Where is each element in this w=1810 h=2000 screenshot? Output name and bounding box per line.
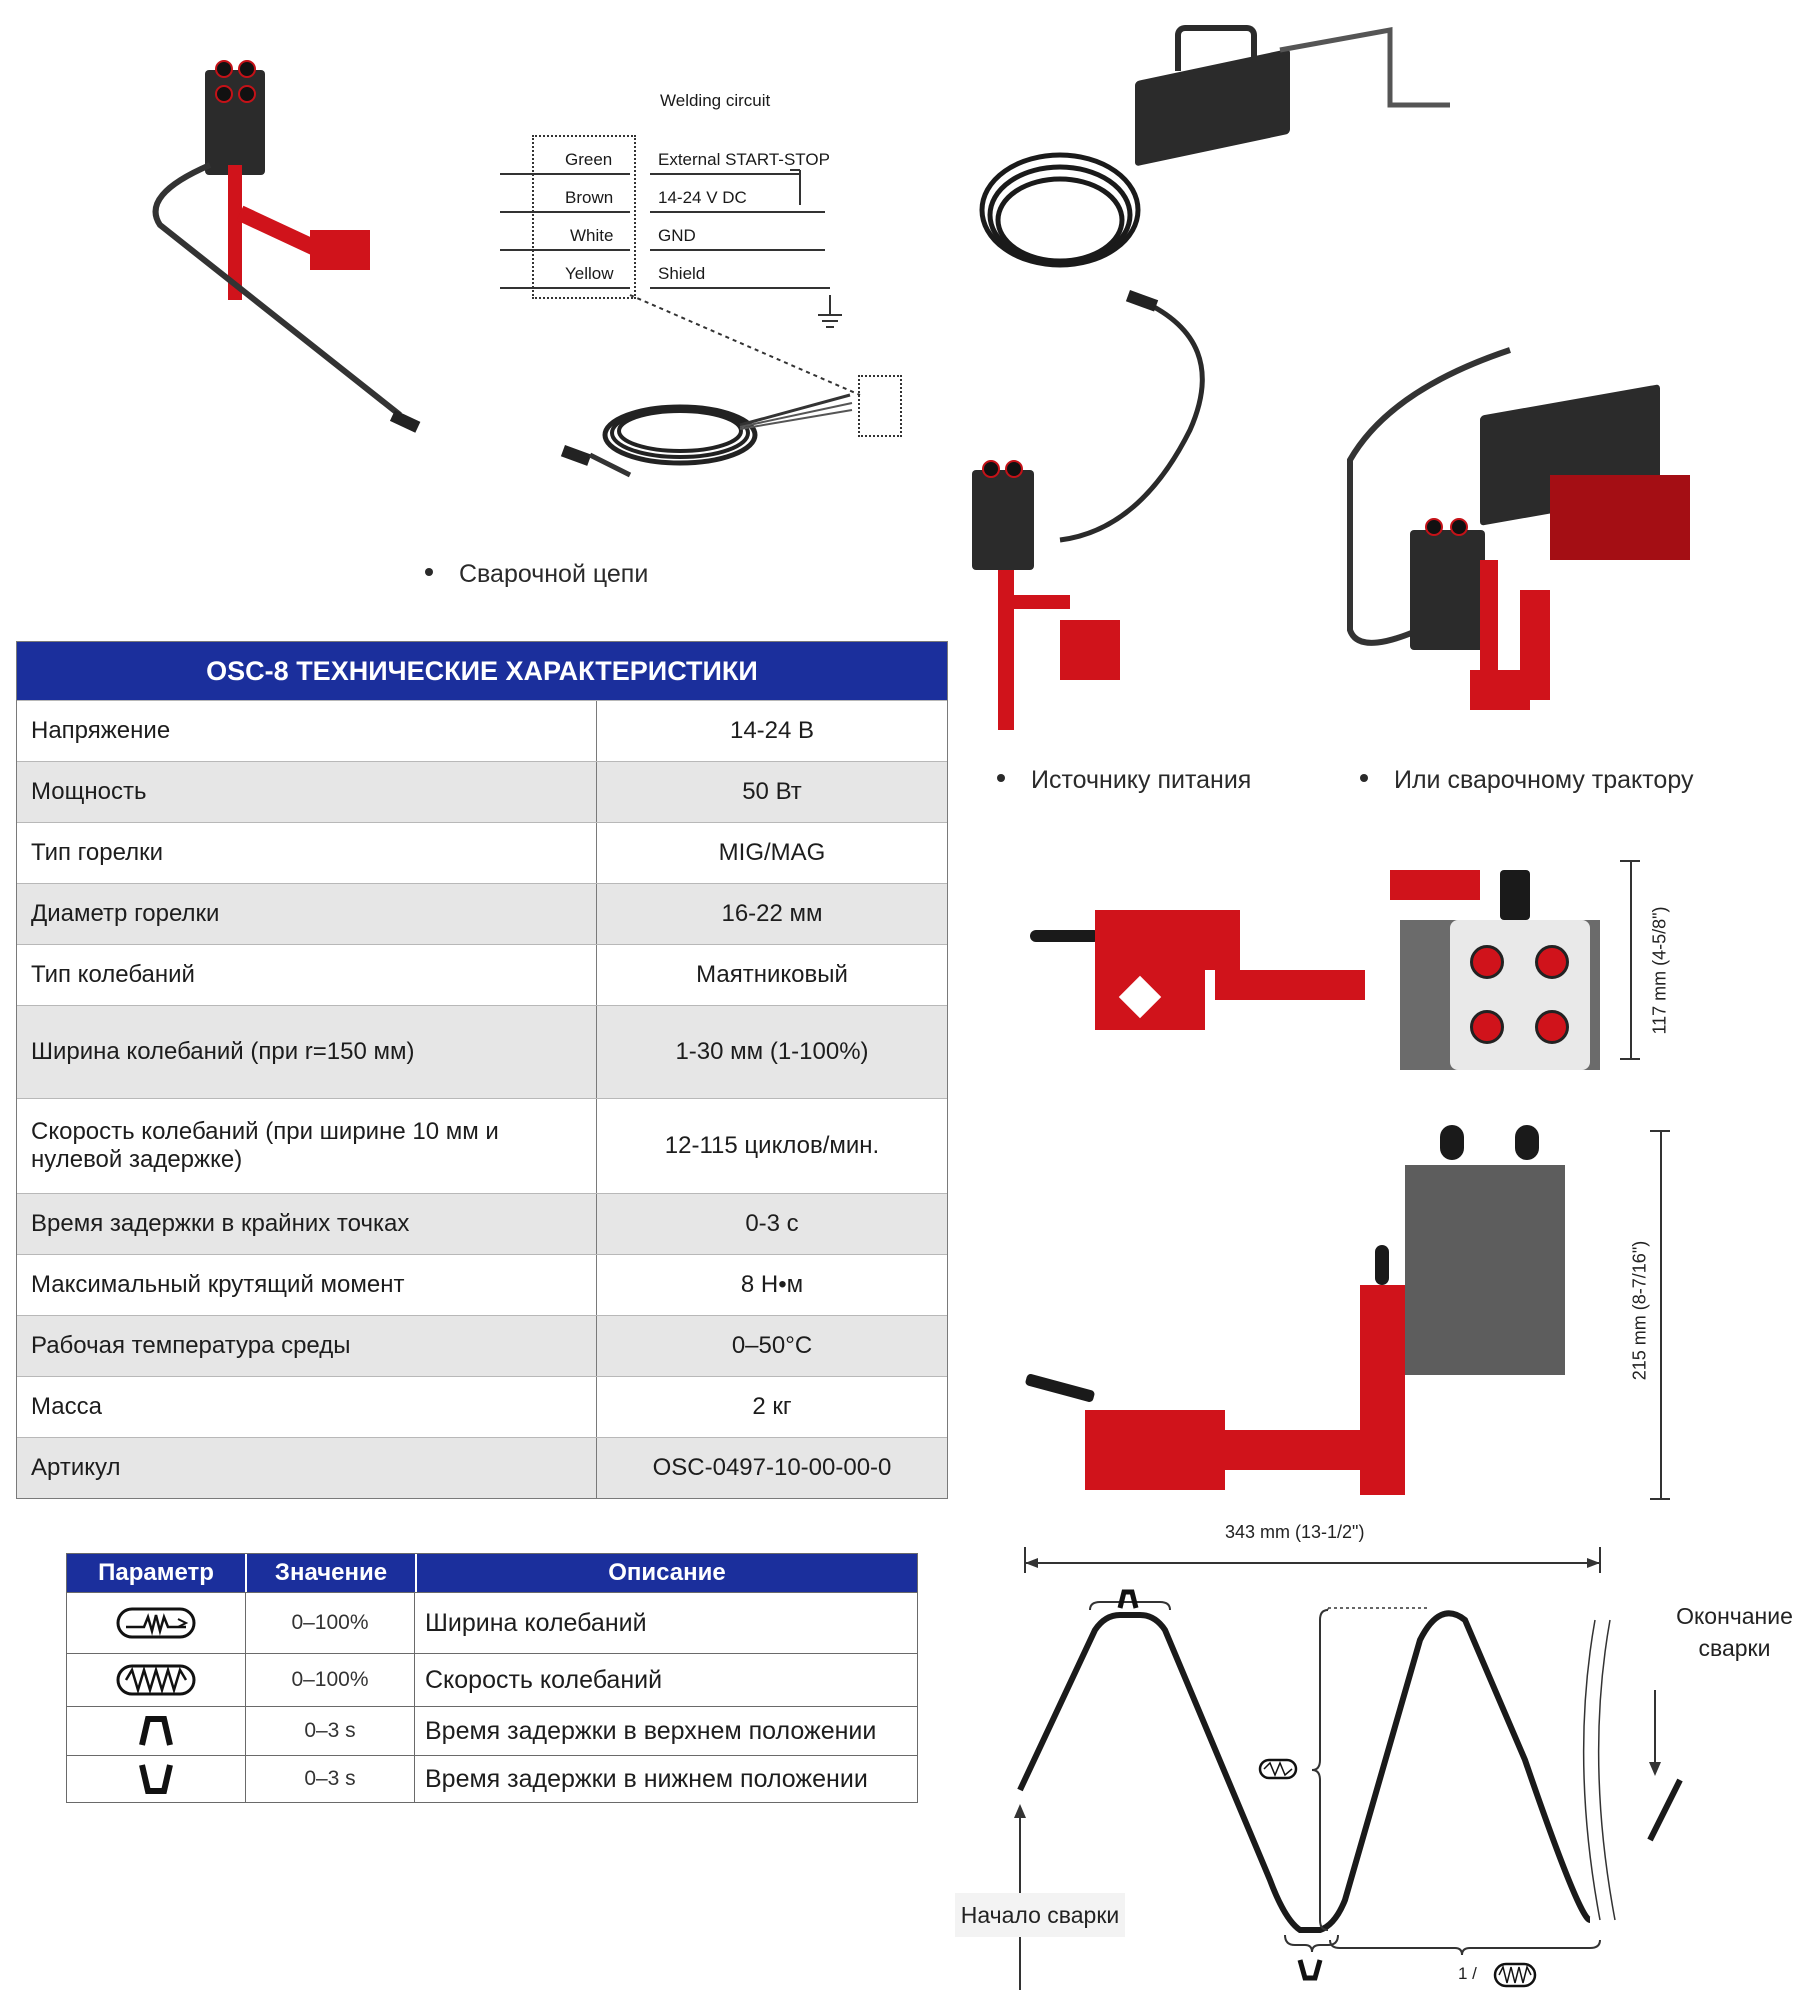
table-row: Время задержки в крайних точках 0-3 с bbox=[17, 1193, 947, 1254]
width-dimension-line bbox=[1024, 1547, 1601, 1573]
tractor-caption: Или сварочному трактору bbox=[1360, 766, 1693, 795]
table-row: Напряжение 14-24 В bbox=[17, 700, 947, 761]
spec-value: 50 Вт bbox=[742, 778, 802, 805]
front-height-label: 117 mm (4-5/8") bbox=[1649, 906, 1670, 1035]
oscillation-speed-icon bbox=[67, 1654, 246, 1706]
width-label: 343 mm (13-1/2") bbox=[1225, 1522, 1365, 1542]
param-value: 0–100% bbox=[246, 1593, 415, 1653]
spec-table: OSC-8 ТЕХНИЧЕСКИЕ ХАРАКТЕРИСТИКИ Напряже… bbox=[16, 641, 948, 1499]
weld-start-label: Начало сварки bbox=[955, 1893, 1125, 1937]
spec-value: 0–50°C bbox=[731, 1332, 813, 1359]
spec-key: Тип горелки bbox=[17, 823, 597, 883]
weld-end-label: Окончание сварки bbox=[1672, 1600, 1797, 1664]
param-value: 0–3 s bbox=[246, 1707, 415, 1755]
table-row: Мощность 50 Вт bbox=[17, 761, 947, 822]
table-row: Диаметр горелки 16-22 мм bbox=[17, 883, 947, 944]
table-row: 0–3 s Время задержки в верхнем положении bbox=[67, 1706, 917, 1755]
spec-value: 8 Н•м bbox=[740, 1271, 804, 1298]
table-row: 0–100% Скорость колебаний bbox=[67, 1653, 917, 1706]
welding-circuit-caption: Сварочной цепи bbox=[425, 560, 648, 589]
wire-signal-label: 14-24 V DC bbox=[658, 188, 747, 207]
wire-signal-label: External START-STOP bbox=[658, 150, 830, 169]
table-row: Тип колебаний Маятниковый bbox=[17, 944, 947, 1005]
table-row: Ширина колебаний (при r=150 мм) 1-30 мм (… bbox=[17, 1005, 947, 1098]
parameter-table: Параметр Значение Описание 0–100% Ширина… bbox=[66, 1553, 918, 1803]
param-value: 0–100% bbox=[246, 1654, 415, 1706]
spec-value: Маятниковый bbox=[696, 961, 848, 988]
header-description: Описание bbox=[608, 1559, 726, 1586]
spec-value: MIG/MAG bbox=[718, 839, 826, 866]
header-parameter: Параметр bbox=[67, 1554, 247, 1592]
power-source-caption: Источнику питания bbox=[997, 766, 1251, 795]
table-row: Максимальный крутящий момент 8 Н•м bbox=[17, 1254, 947, 1315]
spec-value: 2 кг bbox=[752, 1393, 792, 1420]
tractor-illustration bbox=[1330, 330, 1720, 730]
header-value: Значение bbox=[247, 1554, 417, 1592]
spec-key: Рабочая температура среды bbox=[17, 1316, 597, 1376]
spec-value: 1-30 мм (1-100%) bbox=[675, 1038, 869, 1065]
spec-table-title: OSC-8 ТЕХНИЧЕСКИЕ ХАРАКТЕРИСТИКИ bbox=[17, 642, 947, 700]
param-description: Ширина колебаний bbox=[425, 1608, 647, 1637]
spec-key: Масса bbox=[17, 1377, 597, 1437]
wire-signal-label: GND bbox=[658, 226, 696, 245]
table-row: Артикул OSC-0497-10-00-00-0 bbox=[17, 1437, 947, 1498]
side-height-label: 215 mm (8-7/16") bbox=[1629, 1240, 1650, 1381]
spec-key: Мощность bbox=[17, 762, 597, 822]
wire-signal-label: Shield bbox=[658, 264, 706, 283]
oscillator-illustration bbox=[140, 55, 900, 515]
spec-value: OSC-0497-10-00-00-0 bbox=[652, 1454, 892, 1481]
top-dwell-icon bbox=[67, 1707, 246, 1755]
side-view-drawing bbox=[1020, 1120, 1670, 1540]
oscillation-width-icon bbox=[67, 1593, 246, 1653]
spec-key: Напряжение bbox=[17, 701, 597, 761]
spec-key: Скорость колебаний (при ширине 10 мм и н… bbox=[17, 1099, 597, 1193]
spec-key: Артикул bbox=[17, 1438, 597, 1498]
table-row: 0–100% Ширина колебаний bbox=[67, 1592, 917, 1653]
spec-key: Тип колебаний bbox=[17, 945, 597, 1005]
table-row: 0–3 s Время задержки в нижнем положении bbox=[67, 1755, 917, 1802]
bottom-dwell-icon bbox=[67, 1756, 246, 1802]
spec-key: Ширина колебаний (при r=150 мм) bbox=[17, 1006, 597, 1098]
power-source-illustration bbox=[950, 10, 1470, 740]
wire-color-label: Brown bbox=[565, 188, 614, 207]
param-description: Время задержки в верхнем положении bbox=[425, 1716, 877, 1745]
spec-key: Время задержки в крайних точках bbox=[17, 1194, 597, 1254]
param-description: Скорость колебаний bbox=[425, 1665, 663, 1694]
table-row: Масса 2 кг bbox=[17, 1376, 947, 1437]
front-view-drawing bbox=[1030, 860, 1670, 1080]
period-label: 1 / bbox=[1458, 1964, 1477, 1983]
parameter-table-header: Параметр Значение Описание bbox=[67, 1554, 917, 1592]
spec-key: Максимальный крутящий момент bbox=[17, 1255, 597, 1315]
table-row: Тип горелки MIG/MAG bbox=[17, 822, 947, 883]
oscillation-waveform bbox=[1014, 1589, 1683, 1990]
spec-value: 12-115 циклов/мин. bbox=[664, 1132, 880, 1159]
table-row: Рабочая температура среды 0–50°C bbox=[17, 1315, 947, 1376]
spec-value: 16-22 мм bbox=[721, 900, 823, 927]
param-value: 0–3 s bbox=[246, 1756, 415, 1802]
table-row: Скорость колебаний (при ширине 10 мм и н… bbox=[17, 1098, 947, 1193]
wire-color-label: Green bbox=[565, 150, 613, 169]
spec-key: Диаметр горелки bbox=[17, 884, 597, 944]
param-description: Время задержки в нижнем положении bbox=[425, 1764, 868, 1793]
wire-color-label: White bbox=[570, 226, 614, 245]
wiring-title: Welding circuit bbox=[660, 91, 771, 110]
spec-value: 14-24 В bbox=[729, 717, 815, 744]
wire-color-label: Yellow bbox=[565, 264, 614, 283]
spec-value: 0-3 с bbox=[745, 1210, 799, 1237]
wiring-diagram: Welding circuit Green External START-STO… bbox=[490, 85, 910, 445]
